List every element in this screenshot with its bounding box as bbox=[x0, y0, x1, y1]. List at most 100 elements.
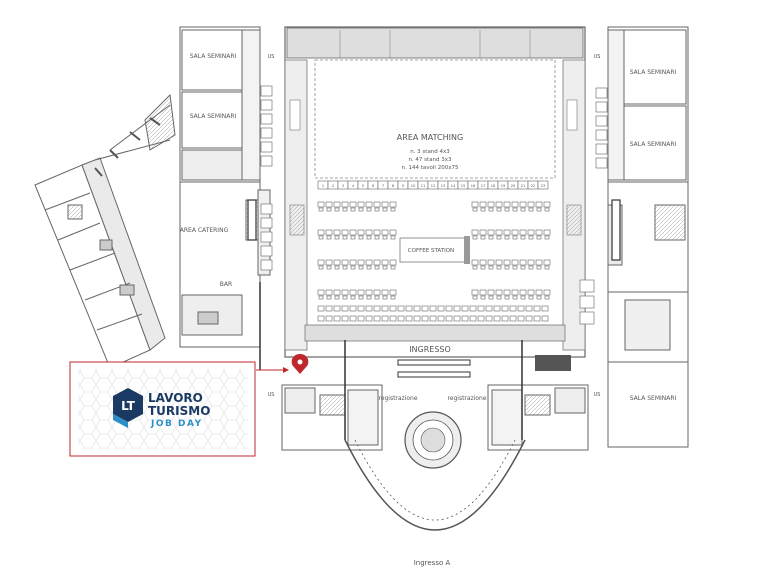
stand-number: 3 bbox=[342, 184, 344, 188]
chair bbox=[318, 207, 324, 212]
table-seat bbox=[471, 229, 479, 236]
table-seat bbox=[493, 315, 501, 322]
left-corridor-bar bbox=[247, 199, 257, 241]
table-seat bbox=[511, 201, 519, 208]
table-seat bbox=[317, 201, 325, 208]
chair bbox=[382, 235, 388, 240]
table-seat bbox=[495, 201, 503, 208]
chair bbox=[374, 265, 380, 270]
table-seat bbox=[365, 259, 373, 266]
logo-callout[interactable]: LT LAVORO TURISMO JOB DAY bbox=[69, 361, 256, 457]
table-seat bbox=[325, 315, 333, 322]
table-seat bbox=[341, 201, 349, 208]
chair bbox=[536, 265, 542, 270]
logo-line2: TURISMO bbox=[148, 404, 210, 418]
us-label-1: US bbox=[268, 54, 275, 60]
table-seat bbox=[349, 305, 357, 312]
chair bbox=[366, 265, 372, 270]
chair bbox=[544, 235, 550, 240]
table-seat bbox=[325, 259, 333, 266]
chair bbox=[520, 207, 526, 212]
chair bbox=[342, 235, 348, 240]
chair bbox=[326, 235, 332, 240]
table-seat bbox=[511, 229, 519, 236]
table-seat bbox=[495, 259, 503, 266]
chair bbox=[326, 265, 332, 270]
table-seat bbox=[535, 289, 543, 296]
table-seat bbox=[527, 259, 535, 266]
table-seat bbox=[373, 305, 381, 312]
chair bbox=[544, 207, 550, 212]
table-seat bbox=[325, 229, 333, 236]
table-seat bbox=[333, 259, 341, 266]
table-seat bbox=[389, 289, 397, 296]
table-seat bbox=[535, 201, 543, 208]
stand-number: 9 bbox=[402, 184, 404, 188]
chair bbox=[350, 265, 356, 270]
chair bbox=[544, 265, 550, 270]
logo-line1: LAVORO bbox=[148, 391, 203, 405]
table-seat bbox=[365, 229, 373, 236]
entrance-hemicycle bbox=[344, 411, 526, 531]
table-seat bbox=[317, 315, 325, 322]
right-corridor-bar bbox=[611, 199, 621, 261]
stand-number: 7 bbox=[382, 184, 384, 188]
table-seat bbox=[333, 315, 341, 322]
chair bbox=[496, 235, 502, 240]
table-seat bbox=[405, 305, 413, 312]
info-kiosk bbox=[535, 355, 571, 371]
table-seat bbox=[325, 201, 333, 208]
chair bbox=[358, 295, 364, 300]
table-seat bbox=[317, 229, 325, 236]
sala-seminari-label-2: SALA SEMINARI bbox=[190, 113, 237, 120]
chair bbox=[536, 295, 542, 300]
stand-number: 21 bbox=[521, 184, 525, 188]
stand-number: 18 bbox=[491, 184, 495, 188]
stand-number: 2 bbox=[332, 184, 334, 188]
table-seat bbox=[373, 229, 381, 236]
table-seat bbox=[381, 289, 389, 296]
chair bbox=[374, 295, 380, 300]
coffee-station-label: COFFEE STATION bbox=[408, 248, 454, 254]
stand-number: 8 bbox=[392, 184, 394, 188]
table-seat bbox=[501, 305, 509, 312]
chair bbox=[472, 295, 478, 300]
table-seat bbox=[357, 315, 365, 322]
chair bbox=[350, 235, 356, 240]
table-seat bbox=[341, 289, 349, 296]
chair bbox=[488, 207, 494, 212]
table-seat bbox=[541, 305, 549, 312]
ingresso-bar-top bbox=[397, 359, 471, 366]
table-seat bbox=[479, 259, 487, 266]
table-seat bbox=[477, 315, 485, 322]
chair bbox=[512, 295, 518, 300]
sala-seminari-label-1: SALA SEMINARI bbox=[190, 53, 237, 60]
table-seat bbox=[421, 315, 429, 322]
stand-info-2: n. 47 stand 3x3 bbox=[408, 157, 452, 163]
table-seat bbox=[485, 315, 493, 322]
registrazione-label-right: registrazione bbox=[447, 395, 486, 402]
chair bbox=[512, 235, 518, 240]
table-seat bbox=[341, 259, 349, 266]
table-seat bbox=[509, 305, 517, 312]
chair bbox=[334, 265, 340, 270]
chair bbox=[488, 295, 494, 300]
table-seat bbox=[349, 259, 357, 266]
table-seat bbox=[341, 229, 349, 236]
chair bbox=[390, 295, 396, 300]
chair bbox=[472, 265, 478, 270]
table-seat bbox=[535, 259, 543, 266]
chair bbox=[350, 207, 356, 212]
table-seat bbox=[381, 315, 389, 322]
logo-line3: JOB DAY bbox=[150, 419, 203, 429]
logo-initials: LT bbox=[121, 399, 136, 413]
map-pin-icon[interactable] bbox=[291, 354, 309, 374]
stand-info-1: n. 3 stand 4x3 bbox=[410, 149, 450, 155]
chair bbox=[520, 235, 526, 240]
table-seat bbox=[317, 259, 325, 266]
lower-right-block bbox=[487, 384, 589, 451]
table-seat bbox=[357, 289, 365, 296]
chair bbox=[472, 235, 478, 240]
table-seat bbox=[469, 315, 477, 322]
chair bbox=[366, 235, 372, 240]
